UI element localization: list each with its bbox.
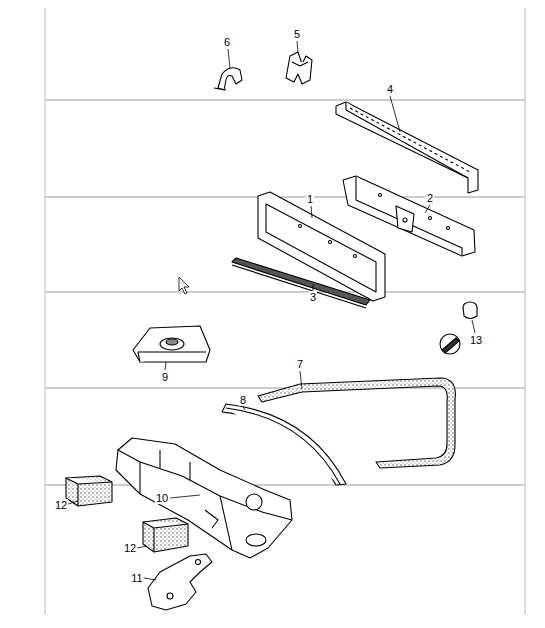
- frame-lines: [45, 8, 525, 615]
- leader-lines: [68, 41, 475, 580]
- callout-number: 1: [306, 193, 314, 205]
- callout-number: 10: [155, 492, 169, 504]
- callout-number: 8: [239, 394, 247, 406]
- parts: [66, 52, 478, 610]
- callout-number: 11: [130, 572, 143, 584]
- callout-number: 2: [426, 192, 434, 204]
- callout-number: 12: [54, 499, 68, 511]
- callout-number: 6: [223, 36, 231, 48]
- callout-number: 5: [293, 28, 301, 40]
- callout-number: 3: [309, 291, 317, 303]
- callout-number: 12: [123, 542, 137, 554]
- callout-number: 7: [296, 358, 304, 370]
- callout-number: 9: [161, 371, 169, 383]
- callout-number: 13: [469, 334, 483, 346]
- callout-number: 4: [386, 83, 394, 95]
